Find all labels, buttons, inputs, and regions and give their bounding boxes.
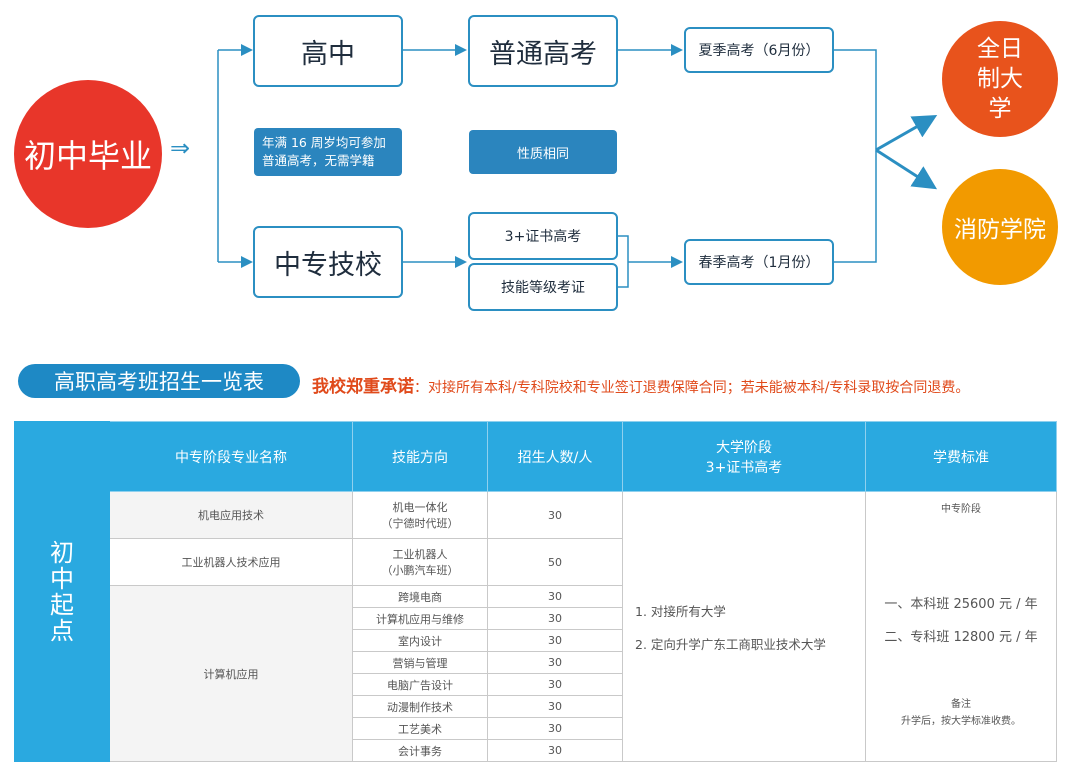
direction-cell: 动漫制作技术 (352, 695, 488, 718)
count-cell: 30 (487, 629, 623, 652)
promise-text: 我校郑重承诺：对接所有本科/专科院校和专业签订退费保障合同；若未能被本科/专科录… (312, 372, 1072, 397)
flow-connectors (217, 44, 938, 288)
table-banner: 高职高考班招生一览表 (18, 364, 300, 398)
count-cell: 30 (487, 695, 623, 718)
regular-exam-label: 普通高考 (489, 38, 597, 70)
direction-class: （宁德时代班） (381, 517, 459, 530)
enrollment-table: 初 中 起 点 中专阶段专业名称 技能方向 招生人数/人 大学阶段 3+证书高考… (14, 421, 1057, 762)
table-row: 室内设计 30 (15, 629, 1057, 652)
table-row: 电脑广告设计 30 (15, 673, 1057, 696)
fee-remark: 升学后，按大学标准收费。 (901, 716, 1021, 727)
table-row: 工业机器人技术应用 工业机器人 （小鹏汽车班） 50 (15, 538, 1057, 586)
table-row: 机电应用技术 机电一体化 （宁德时代班） 30 1. 对接所有大学 2. 定向升学… (15, 491, 1057, 762)
table-row: 工艺美术 30 (15, 717, 1057, 740)
university-item: 2. 定向升学广东工商职业技术大学 (635, 636, 826, 652)
count-cell: 30 (487, 607, 623, 630)
major-cell: 工业机器人技术应用 (109, 538, 353, 586)
promise-label: 我校郑重承诺 (312, 377, 414, 397)
direction-cell: 电脑广告设计 (352, 673, 488, 696)
direction-name: 机电一体化 (392, 501, 448, 514)
high-school-box: 高中 (253, 15, 403, 87)
start-circle: 初中毕业 (14, 80, 162, 228)
direction-cell: 工业机器人 （小鹏汽车班） (352, 538, 488, 586)
count-cell: 30 (487, 739, 623, 762)
university-item: 1. 对接所有大学 (635, 603, 726, 619)
header-enroll: 招生人数/人 (487, 421, 623, 492)
promise-content: ：对接所有本科/专科院校和专业签订退费保障合同；若未能被本科/专科录取按合同退费… (414, 380, 970, 396)
direction-cell: 营销与管理 (352, 651, 488, 674)
vocational-label: 中专技校 (274, 249, 382, 281)
direction-cell: 工艺美术 (352, 717, 488, 740)
header-major: 中专阶段专业名称 (109, 421, 353, 492)
major-cell: 机电应用技术 (109, 491, 353, 539)
fee-bachelor: 一、本科班 25600 元 / 年 (884, 597, 1038, 612)
header-fee: 学费标准 (865, 421, 1057, 492)
header-direction: 技能方向 (352, 421, 488, 492)
side-char: 中 (50, 564, 74, 593)
side-char: 点 (50, 616, 74, 645)
table-row: 营销与管理 30 (15, 651, 1057, 674)
table-row: 会计事务 30 (15, 739, 1057, 762)
skill-cert-box: 技能等级考证 (468, 263, 618, 311)
header-university: 大学阶段 3+证书高考 (622, 421, 866, 492)
spring-exam-label: 春季高考（1月份） (698, 255, 820, 271)
summer-exam-box: 夏季高考（6月份） (684, 27, 834, 73)
start-label: 初中毕业 (23, 137, 152, 175)
banner-title: 高职高考班招生一览表 (54, 370, 264, 394)
university-cell: 1. 对接所有大学 2. 定向升学广东工商职业技术大学 (622, 491, 866, 762)
direction-name: 工业机器人 (392, 548, 448, 561)
fee-remark-title: 备注 (951, 699, 971, 710)
cert-exam-box: 3+证书高考 (468, 212, 618, 260)
fee-stage: 中专阶段 (941, 504, 981, 515)
fire-academy-label: 消防学院 (954, 217, 1046, 243)
count-cell: 30 (487, 491, 623, 539)
count-cell: 30 (487, 717, 623, 740)
count-cell: 30 (487, 673, 623, 696)
summer-exam-label: 夏季高考（6月份） (698, 43, 820, 59)
count-cell: 30 (487, 651, 623, 674)
major-cell: 计算机应用 (109, 585, 353, 762)
direction-cell: 机电一体化 （宁德时代班） (352, 491, 488, 539)
table-row: 计算机应用与维修 30 (15, 607, 1057, 630)
fee-cell: 中专阶段 一、本科班 25600 元 / 年 二、专科班 12800 元 / 年… (865, 491, 1057, 762)
count-cell: 30 (487, 585, 623, 608)
side-char: 起 (50, 590, 74, 619)
fee-associate: 二、专科班 12800 元 / 年 (884, 630, 1038, 645)
fulltime-university-label: 全日制大学 (977, 36, 1023, 122)
vocational-box: 中专技校 (253, 226, 403, 298)
high-school-label: 高中 (301, 38, 355, 70)
fulltime-university-circle: 全日制大学 (942, 21, 1058, 137)
side-char: 初 (50, 538, 74, 567)
fire-academy-circle: 消防学院 (942, 169, 1058, 285)
skill-cert-label: 技能等级考证 (501, 280, 585, 296)
regular-exam-box: 普通高考 (468, 15, 618, 87)
direction-cell: 室内设计 (352, 629, 488, 652)
header-university-l2: 3+证书高考 (705, 459, 783, 476)
direction-cell: 计算机应用与维修 (352, 607, 488, 630)
age-note: 年满 16 周岁均可参加普通高考，无需学籍 (254, 128, 402, 176)
start-arrow-icon: ⇒ (170, 134, 191, 162)
direction-cell: 会计事务 (352, 739, 488, 762)
table-header-row: 初 中 起 点 中专阶段专业名称 技能方向 招生人数/人 大学阶段 3+证书高考… (14, 421, 1057, 762)
cert-exam-label: 3+证书高考 (504, 229, 582, 245)
direction-class: （小鹏汽车班） (381, 564, 459, 577)
same-nature-box: 性质相同 (469, 130, 617, 174)
spring-exam-box: 春季高考（1月份） (684, 239, 834, 285)
count-cell: 50 (487, 538, 623, 586)
header-university-l1: 大学阶段 (716, 439, 772, 456)
direction-cell: 跨境电商 (352, 585, 488, 608)
table-row: 计算机应用 跨境电商 30 (15, 585, 1057, 762)
side-label-cell: 初 中 起 点 (14, 421, 110, 762)
same-nature-label: 性质相同 (516, 146, 569, 162)
